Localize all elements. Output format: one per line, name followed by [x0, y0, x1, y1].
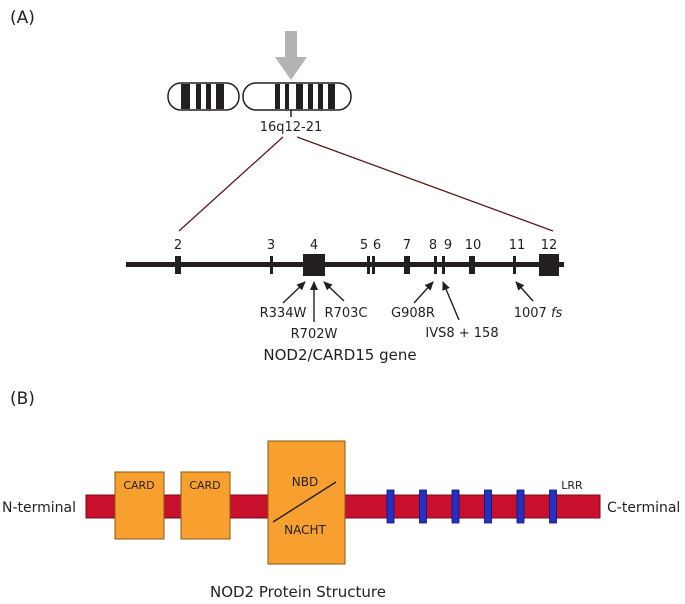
exon-box-3	[270, 256, 273, 274]
lrr-repeat-5	[516, 489, 525, 524]
exon-box-12	[539, 254, 559, 276]
c-terminal-label: C-terminal	[607, 500, 680, 516]
exon-box-9	[442, 256, 445, 274]
locus-arrow	[275, 31, 307, 80]
n-terminal-label: N-terminal	[2, 500, 76, 516]
exon-label-12: 12	[541, 238, 558, 253]
exon-label-5: 5	[360, 238, 368, 253]
exon-box-5	[367, 256, 370, 274]
zoom-line-left	[178, 136, 284, 232]
exon-label-11: 11	[509, 238, 526, 253]
card-domain-2	[180, 471, 231, 540]
mutation-label-1007fs: 1007 fs	[514, 306, 563, 321]
nacht-label: NACHT	[284, 523, 326, 537]
panel-b-label: (B)	[10, 389, 35, 409]
exon-box-4	[303, 254, 325, 276]
protein-title: NOD2 Protein Structure	[210, 583, 386, 601]
lrr-repeat-2	[419, 489, 427, 524]
exon-label-10: 10	[465, 238, 482, 253]
mutation-label-g908r: G908R	[391, 306, 435, 321]
lrr-repeat-3	[451, 489, 460, 524]
lrr-repeat-1	[386, 489, 395, 524]
lrr-repeats	[386, 489, 557, 524]
exon-label-3: 3	[267, 238, 275, 253]
exon-box-7	[404, 256, 410, 274]
exon-label-4: 4	[310, 238, 318, 253]
lrr-label: LRR	[561, 479, 583, 492]
mutation-label-r334w: R334W	[260, 306, 307, 321]
lrr-repeat-6	[549, 489, 557, 524]
chromosome-16	[167, 82, 352, 117]
card-domain-2-label: CARD	[189, 479, 220, 492]
mutation-arrow-g908r	[413, 281, 434, 304]
card-domain-1-label: CARD	[123, 479, 154, 492]
exon-box-2	[175, 256, 181, 274]
card-domain-1	[114, 471, 165, 540]
mutation-arrow-r703c	[323, 281, 345, 302]
exon-label-7: 7	[403, 238, 411, 253]
mutation-arrow-1007fs	[515, 281, 534, 302]
mutation-arrow-r334w	[282, 281, 306, 304]
exon-boxes	[175, 254, 559, 276]
nbd-nacht-domain	[267, 440, 346, 565]
gene-title: NOD2/CARD15 gene	[263, 346, 416, 364]
zoom-line-right	[296, 136, 554, 232]
exon-label-8: 8	[429, 238, 437, 253]
exon-label-9: 9	[444, 238, 452, 253]
panel-a-label: (A)	[10, 8, 35, 28]
mutation-label-r702w: R702W	[291, 327, 338, 342]
exon-label-6: 6	[373, 238, 381, 253]
mutation-label-ivs8: IVS8 + 158	[425, 326, 498, 341]
gene-backbone	[126, 262, 564, 267]
exon-label-2: 2	[174, 238, 182, 253]
lrr-repeat-4	[484, 489, 492, 524]
chromosome-band-label: 16q12-21	[260, 120, 323, 135]
exon-box-10	[469, 256, 475, 274]
exon-box-8	[434, 256, 437, 274]
nbd-label: NBD	[292, 475, 318, 489]
exon-box-11	[513, 256, 516, 274]
nbd-nacht-divider	[272, 481, 337, 523]
mutation-arrow-ivs8	[442, 281, 460, 321]
exon-box-6	[372, 256, 375, 274]
mutation-label-r703c: R703C	[325, 306, 368, 321]
